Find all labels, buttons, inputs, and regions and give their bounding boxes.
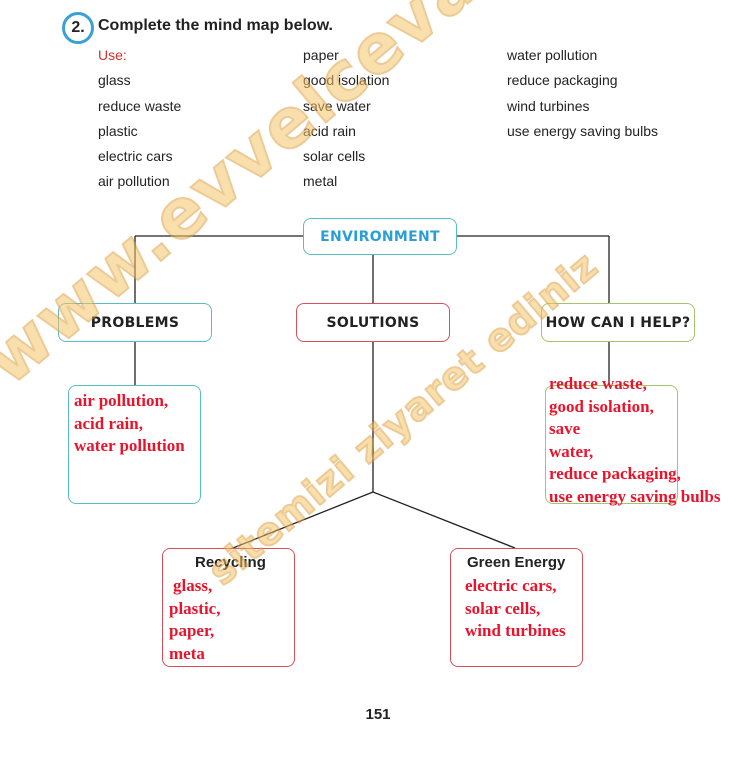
word-reduce-waste: reduce waste bbox=[98, 98, 182, 114]
word-paper: paper bbox=[303, 47, 339, 63]
help-answer-6: use energy saving bulbs bbox=[549, 486, 721, 506]
recycling-title: Recycling bbox=[195, 554, 266, 571]
recycling-answer-4: meta bbox=[169, 643, 205, 663]
green-energy-title: Green Energy bbox=[467, 554, 566, 571]
problems-answer-2: acid rain, bbox=[74, 413, 143, 433]
recycling-answer-2: plastic, bbox=[169, 598, 221, 618]
problems-answer-box: air pollution, acid rain, water pollutio… bbox=[68, 385, 201, 504]
green-energy-answer-2: solar cells, bbox=[465, 598, 541, 618]
word-plastic: plastic bbox=[98, 123, 138, 139]
how-can-i-help-box: HOW CAN I HELP? bbox=[541, 303, 695, 342]
problems-box: PROBLEMS bbox=[58, 303, 212, 342]
word-good-isolation: good isolation bbox=[303, 72, 390, 88]
how-can-i-help-title: HOW CAN I HELP? bbox=[545, 314, 691, 331]
help-answer-5: reduce packaging, bbox=[549, 464, 681, 483]
problems-answer-1: air pollution, bbox=[74, 391, 169, 410]
page-number: 151 bbox=[365, 706, 391, 723]
exercise-instruction: Complete the mind map below. bbox=[98, 17, 333, 34]
word-save-water: save water bbox=[303, 98, 371, 114]
word-electric-cars: electric cars bbox=[98, 148, 173, 164]
environment-box: ENVIRONMENT bbox=[303, 218, 457, 255]
help-answer-box: reduce waste, good isolation, save water… bbox=[545, 374, 720, 506]
help-answer-2: good isolation, bbox=[549, 396, 654, 416]
help-answer-1: reduce waste, bbox=[549, 374, 647, 393]
green-energy-box: Green Energy electric cars, solar cells,… bbox=[450, 548, 583, 667]
recycling-answer-3: paper, bbox=[169, 621, 215, 640]
exercise-number-badge: 2. bbox=[62, 12, 94, 44]
word-reduce-packaging: reduce packaging bbox=[507, 72, 618, 88]
problems-answer-3: water pollution bbox=[74, 436, 185, 455]
word-air-pollution: air pollution bbox=[98, 173, 170, 189]
problems-title: PROBLEMS bbox=[90, 314, 180, 331]
word-use-energy-saving-bulbs: use energy saving bulbs bbox=[507, 123, 658, 139]
word-wind-turbines: wind turbines bbox=[507, 98, 590, 114]
green-energy-answer-3: wind turbines bbox=[465, 621, 566, 640]
solutions-box: SOLUTIONS bbox=[296, 303, 450, 342]
help-answer-4: water, bbox=[549, 441, 594, 461]
use-label: Use: bbox=[98, 47, 127, 63]
word-glass: glass bbox=[98, 72, 131, 88]
word-metal: metal bbox=[303, 173, 338, 189]
exercise-number: 2. bbox=[71, 19, 85, 36]
environment-title: ENVIRONMENT bbox=[320, 228, 440, 245]
green-energy-answer-1: electric cars, bbox=[465, 576, 557, 595]
help-answer-3: save bbox=[549, 419, 581, 438]
recycling-box: Recycling glass, plastic, paper, meta bbox=[162, 548, 295, 667]
recycling-answer-1: glass, bbox=[173, 576, 213, 595]
word-solar-cells: solar cells bbox=[303, 148, 366, 164]
solutions-title: SOLUTIONS bbox=[326, 314, 420, 331]
word-acid-rain: acid rain bbox=[303, 123, 356, 139]
word-water-pollution: water pollution bbox=[507, 47, 598, 63]
